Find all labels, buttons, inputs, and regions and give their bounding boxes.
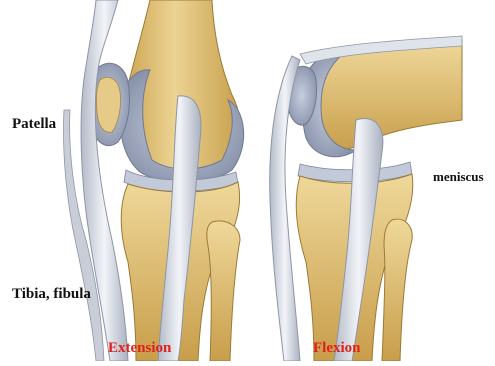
tibia-fibula-label: Tibia, fibula (12, 286, 91, 303)
flexion-knee (270, 36, 462, 361)
extension-caption: Extension (108, 340, 171, 357)
flexion-caption: Flexion (313, 340, 361, 357)
meniscus-label: meniscus (433, 169, 484, 185)
extension-knee (64, 0, 244, 361)
fibula-flexion (382, 219, 412, 361)
patella-label: Patella (12, 116, 56, 133)
fibula-extension (207, 221, 240, 361)
